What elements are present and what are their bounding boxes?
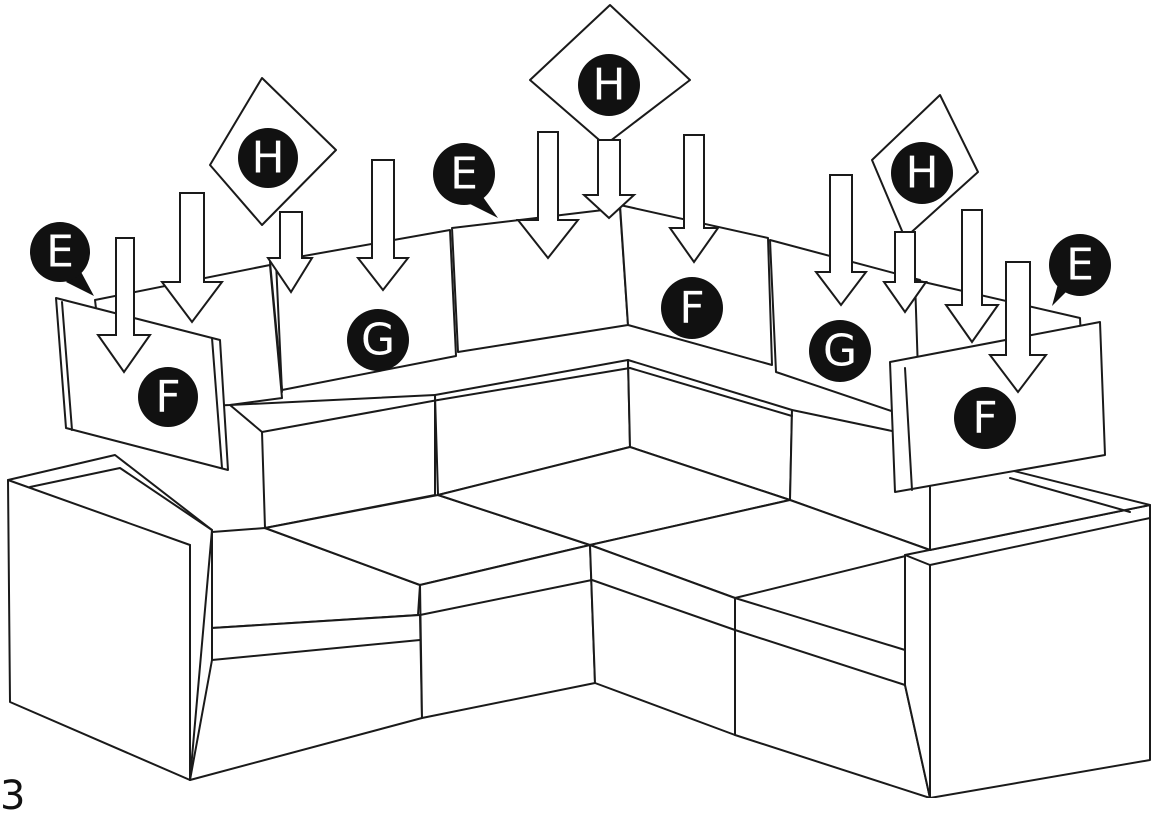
- label-badge-g-left: G: [347, 309, 409, 371]
- label-badge-text: H: [905, 148, 938, 199]
- right-arm: [904, 504, 1151, 798]
- sofa-assembly-diagram: E F H G E H F: [7, 4, 1151, 798]
- label-badge-text: E: [46, 227, 74, 278]
- label-badge-text: E: [1066, 240, 1094, 291]
- arrow-down-icon: [355, 159, 411, 292]
- label-badge-f-right: F: [954, 387, 1016, 449]
- arrow-down-icon: [581, 139, 637, 220]
- front-panel-left: [189, 614, 423, 781]
- arrow-down-icon: [987, 261, 1049, 394]
- label-badge-e-left: E: [30, 222, 94, 296]
- label-badge-e-center: E: [433, 143, 498, 218]
- label-badge-e-right: E: [1049, 234, 1111, 306]
- arrow-down-icon: [160, 192, 224, 324]
- arrow-down-icon: [944, 209, 1000, 344]
- arrow-down-icon: [266, 211, 314, 294]
- seat-cushion-left: [211, 527, 421, 629]
- label-badge-text: F: [155, 372, 180, 423]
- label-badge-text: E: [450, 149, 478, 200]
- label-badge-text: F: [679, 283, 704, 334]
- label-badge-text: F: [972, 393, 997, 444]
- label-badge-h-right: H: [891, 142, 953, 204]
- label-badge-h-left: H: [238, 128, 298, 188]
- label-badge-f-left: F: [138, 367, 198, 427]
- label-badge-text: G: [361, 315, 395, 366]
- label-badge-text: H: [592, 60, 625, 111]
- arrow-down-icon: [813, 174, 869, 307]
- placement-arrows: [96, 131, 1049, 394]
- left-arm: [7, 454, 213, 781]
- label-badge-g-right: G: [809, 320, 871, 382]
- label-badge-f-center: F: [661, 277, 723, 339]
- arrow-down-icon: [515, 131, 581, 260]
- arrow-down-icon: [882, 231, 928, 314]
- label-badge-text: G: [823, 326, 857, 377]
- front-panel-right: [734, 597, 931, 798]
- arrow-down-icon: [668, 134, 720, 264]
- label-badge-text: H: [251, 133, 284, 184]
- label-badge-h-center: H: [578, 54, 640, 116]
- arrow-down-icon: [96, 237, 152, 374]
- sofa-body: [7, 446, 1151, 798]
- label-badges: E F H G E H F: [30, 54, 1111, 449]
- step-number: 3: [0, 773, 26, 819]
